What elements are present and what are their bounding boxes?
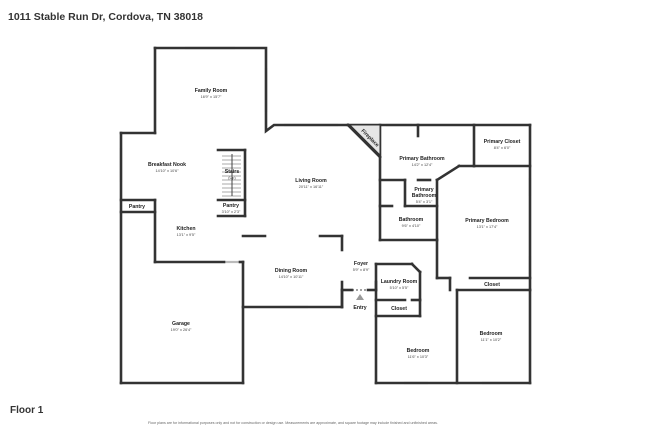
- dining-room-name: Dining Room: [275, 268, 308, 274]
- garage-name: Garage: [172, 321, 190, 327]
- breakfast-nook-name: Breakfast Nook: [148, 162, 186, 168]
- bedroom-right-dims: 11'1" x 10'2": [481, 338, 502, 342]
- living-room-dims: 20'11" x 16'11": [299, 185, 324, 189]
- kitchen-name: Kitchen: [176, 226, 195, 232]
- bedroom-left-dims: 11'6" x 10'3": [408, 355, 429, 359]
- pantry-small-name: Pantry: [223, 203, 239, 209]
- laundry-room-name: Laundry Room: [381, 279, 418, 285]
- entry-name: Entry: [353, 305, 366, 311]
- family-room-name: Family Room: [195, 88, 228, 94]
- windows: [119, 46, 532, 385]
- fireplace-hearth: [348, 124, 381, 157]
- bedroom-left-name: Bedroom: [407, 348, 430, 354]
- family-room-dims: 16'9" x 15'7": [201, 95, 222, 99]
- foyer-name: Foyer: [354, 261, 368, 267]
- bathroom-dims: 9'6" x 4'10": [402, 224, 421, 228]
- primary-bathroom-small-name2: Bathroom: [412, 193, 437, 199]
- breakfast-nook-dims: 14'10" x 10'6": [156, 169, 180, 173]
- stairs-sub: (Up): [228, 176, 236, 180]
- primary-closet-dims: 8'4" x 6'0": [494, 146, 511, 150]
- disclaimer: Floor plans are for informational purpos…: [148, 421, 438, 425]
- primary-bedroom-name: Primary Bedroom: [465, 218, 509, 224]
- primary-bathroom-name: Primary Bathroom: [399, 156, 445, 162]
- kitchen-dims: 13'1" x 9'5": [177, 233, 196, 237]
- laundry-room-dims: 5'10" x 5'5": [390, 286, 409, 290]
- pantry-name: Pantry: [129, 204, 145, 210]
- primary-closet-name: Primary Closet: [484, 139, 521, 145]
- room-labels: Family Room 16'9" x 15'7" Breakfast Nook…: [129, 88, 521, 359]
- dining-room-dims: 14'10" x 10'11": [279, 275, 304, 279]
- primary-bathroom-small-name: Primary: [414, 187, 433, 193]
- closet-left-name: Closet: [391, 306, 407, 312]
- stair-treads: [222, 154, 241, 197]
- page-title: 1011 Stable Run Dr, Cordova, TN 38018: [8, 11, 203, 23]
- entry-arrow-icon: [356, 294, 364, 300]
- stairs-name: Stairs: [225, 169, 240, 175]
- living-room-name: Living Room: [295, 178, 327, 184]
- primary-bathroom-dims: 14'2" x 12'4": [412, 163, 433, 167]
- pantry-small-dims: 3'10" x 2'3": [222, 210, 241, 214]
- primary-bathroom-small-dims: 5'4" x 3'1": [416, 200, 433, 204]
- floor-label: Floor 1: [10, 405, 44, 416]
- primary-bedroom-dims: 13'1" x 17'4": [477, 225, 498, 229]
- bathroom-name: Bathroom: [399, 217, 424, 223]
- foyer-dims: 5'9" x 8'9": [353, 268, 370, 272]
- closet-right-name: Closet: [484, 282, 500, 288]
- bedroom-right-name: Bedroom: [480, 331, 503, 337]
- walls: [119, 46, 532, 385]
- garage-dims: 19'0" x 26'4": [171, 328, 192, 332]
